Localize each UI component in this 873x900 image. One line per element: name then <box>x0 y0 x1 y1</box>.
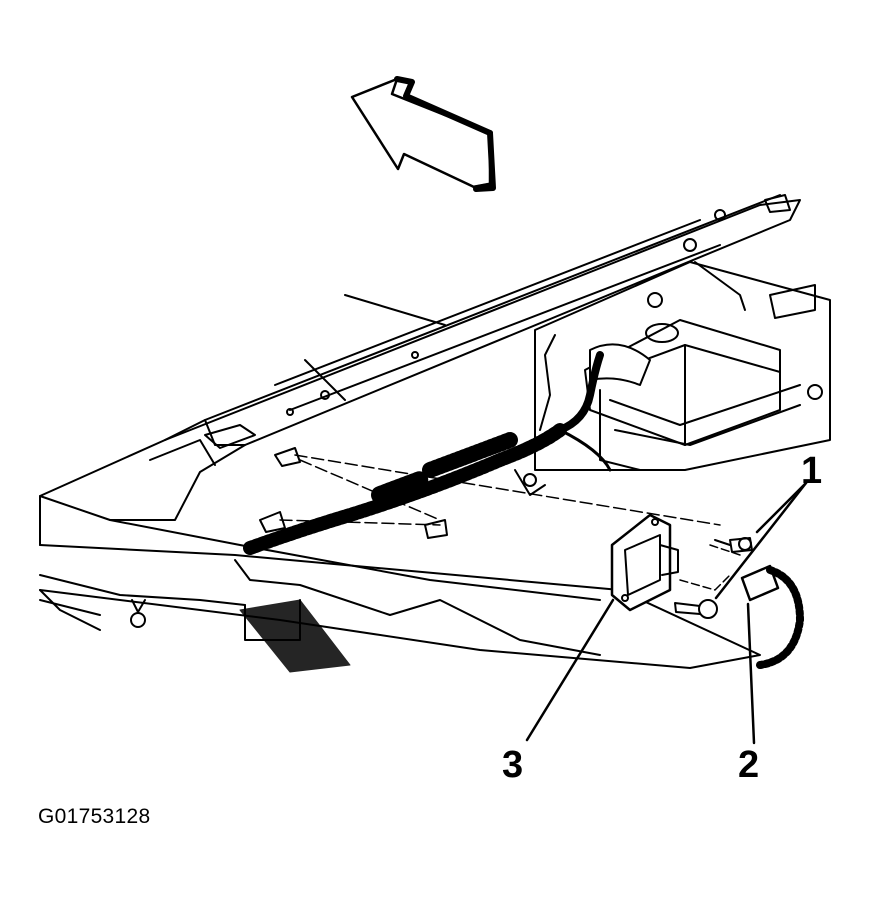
sensor-module <box>610 513 679 612</box>
underbody-panel <box>39 495 761 673</box>
callout-1: 1 <box>801 450 823 492</box>
callout-2: 2 <box>738 744 760 786</box>
electrical-connector <box>740 564 804 669</box>
leader-lines <box>525 481 808 745</box>
callout-3: 3 <box>502 744 524 786</box>
harness-clips <box>259 447 721 539</box>
figure-id: G01753128 <box>38 805 151 828</box>
wiring-harness <box>243 351 612 555</box>
fasteners <box>674 537 753 619</box>
control-module-assembly <box>534 261 831 471</box>
direction-arrow-icon <box>350 76 496 192</box>
frame-crossmember <box>39 194 801 521</box>
